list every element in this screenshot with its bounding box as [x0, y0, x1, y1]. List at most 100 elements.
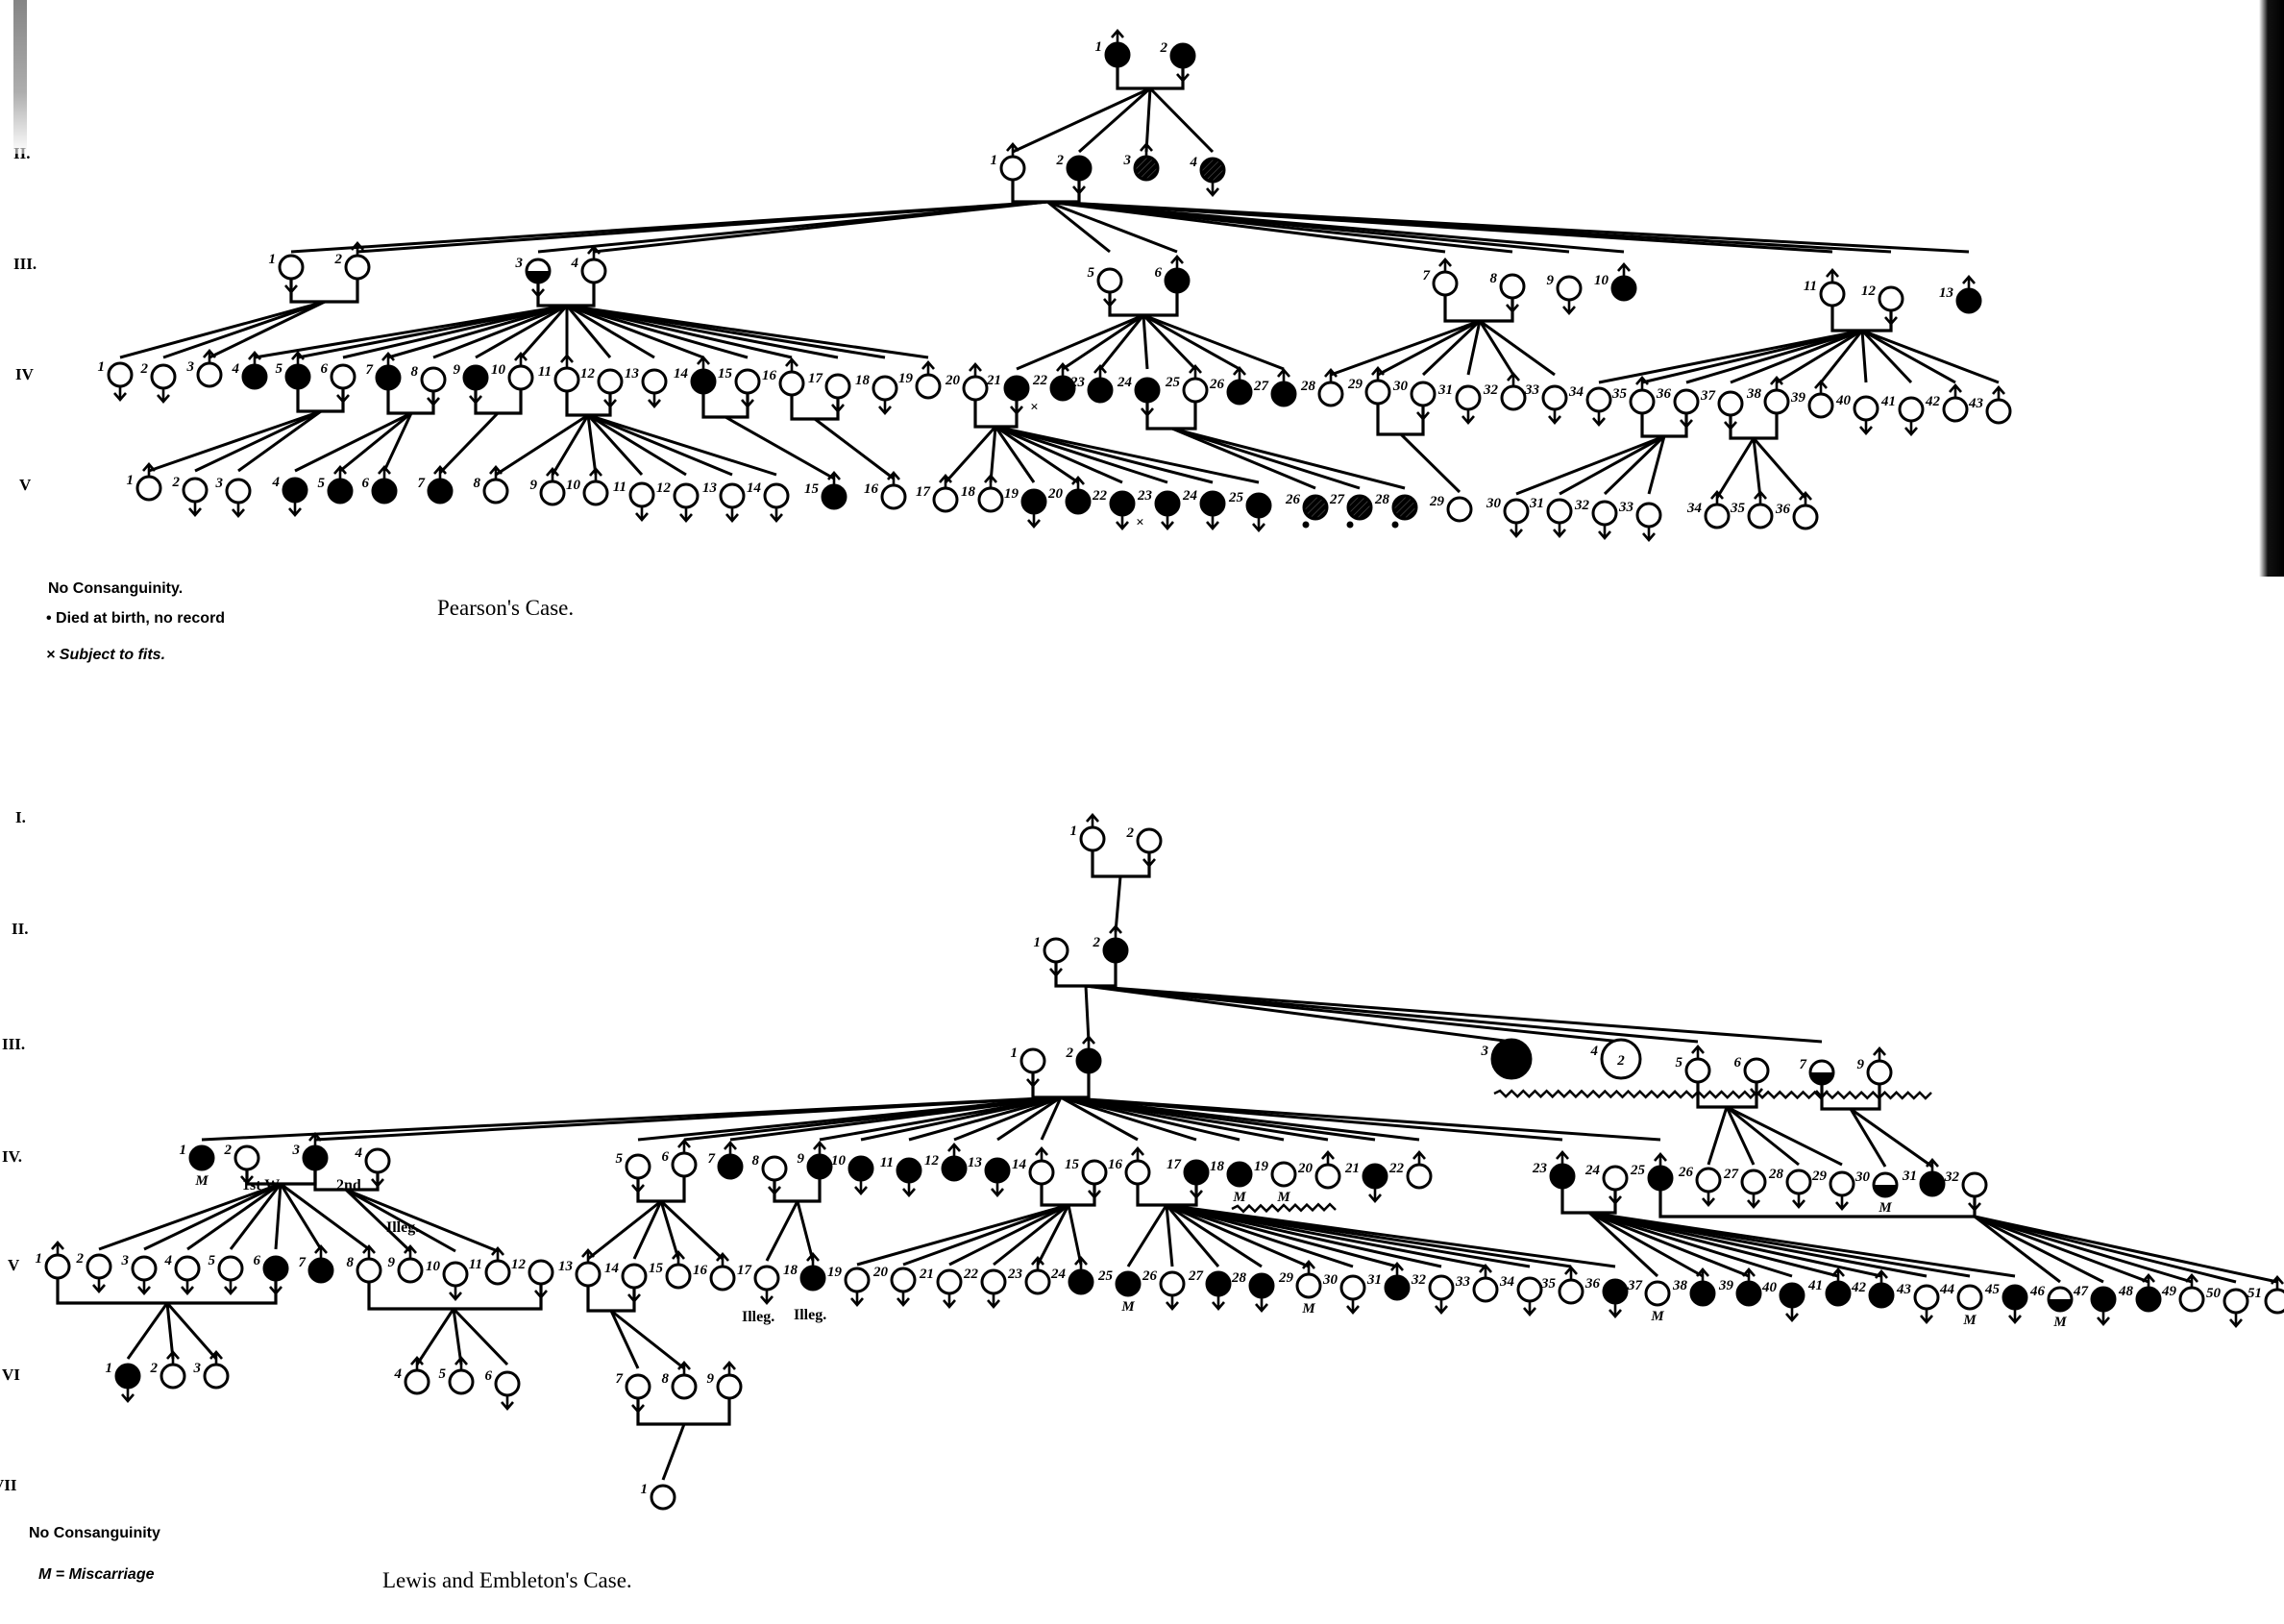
- individual-number: 1: [36, 1251, 43, 1267]
- individual-u-III-11: 11: [1804, 270, 1844, 306]
- individual-u-V-15: 15: [804, 473, 846, 508]
- descent-line: [1378, 321, 1480, 375]
- individual-number: 7: [616, 1371, 624, 1387]
- individual-number: 23: [1007, 1267, 1023, 1282]
- individual-circle: [1026, 1270, 1049, 1293]
- individual-number: 14: [1012, 1157, 1027, 1172]
- individual-circle: [484, 480, 507, 503]
- miscarriage-mark: M: [1120, 1299, 1135, 1315]
- individual-circle: [1185, 1161, 1208, 1184]
- individual-circle: [917, 375, 940, 398]
- individual-l-V-36: 36: [1584, 1276, 1627, 1316]
- individual-number: 28: [1231, 1270, 1247, 1286]
- individual-u-IV-24: 24: [1117, 375, 1159, 415]
- individual-l-VI-1: 1: [106, 1361, 140, 1401]
- individual-number: 4: [232, 361, 240, 377]
- descent-line: [1063, 315, 1143, 369]
- individual-number: 2: [172, 475, 181, 490]
- individual-number: 8: [1490, 271, 1498, 286]
- descent-line: [167, 1303, 173, 1359]
- individual-u-V-3: 3: [215, 476, 251, 516]
- descent-line: [1717, 438, 1754, 498]
- individual-u-III-3: 3: [515, 256, 551, 296]
- descent-line: [553, 415, 588, 475]
- individual-number: 32: [1411, 1272, 1427, 1288]
- individual-circle: [2180, 1288, 2203, 1311]
- individual-circle: [1765, 390, 1788, 413]
- individual-number: 3: [215, 476, 224, 491]
- individual-number: 18: [855, 373, 871, 388]
- individual-l-V-28: 28: [1231, 1270, 1273, 1311]
- individual-number: 35: [1730, 501, 1746, 516]
- descent-line: [187, 1184, 281, 1249]
- descent-line: [1128, 1205, 1167, 1267]
- individual-u-I-2: 2: [1160, 40, 1195, 81]
- individual-circle: [1944, 398, 1967, 421]
- individual-number: 3: [292, 1143, 301, 1158]
- individual-u-V-20: 20: [1047, 478, 1090, 513]
- descent-line: [1862, 331, 1999, 382]
- individual-u-V-35: 35: [1730, 492, 1772, 528]
- individual-number: 12: [1861, 283, 1877, 299]
- individual-number: 16: [762, 368, 777, 383]
- individual-circle: [1304, 496, 1327, 519]
- couple-line: [1731, 413, 1777, 438]
- individual-circle: [582, 259, 605, 283]
- individual-circle: [1201, 159, 1224, 182]
- individual-u-IV-7: 7: [366, 354, 401, 389]
- couple-line: [792, 395, 838, 419]
- couple-line: [1013, 180, 1079, 202]
- descent-line: [1754, 438, 1760, 498]
- individual-number: 31: [1437, 382, 1453, 398]
- individual-number: 1: [106, 1361, 113, 1376]
- individual-u-IV-20: 20: [945, 364, 987, 400]
- individual-circle: [765, 484, 788, 507]
- individual-u-IV-21: 21×: [986, 373, 1039, 415]
- individual-number: 21: [919, 1267, 934, 1282]
- individual-number: 26: [1285, 492, 1301, 507]
- individual-circle: [979, 488, 1002, 511]
- wavy-line: [1232, 1204, 1336, 1212]
- individual-circle: [1742, 1170, 1765, 1193]
- individual-circle: [332, 365, 355, 388]
- individual-number: 26: [1209, 377, 1225, 392]
- individual-number: 20: [945, 373, 961, 388]
- individual-circle: [444, 1263, 467, 1286]
- individual-circle: [1104, 939, 1127, 962]
- individual-number: 42: [1851, 1280, 1867, 1295]
- individual-l-IV-31: 31: [1902, 1160, 1944, 1195]
- individual-number: 11: [613, 480, 626, 495]
- fits-mark-icon: ×: [1136, 515, 1144, 530]
- individual-number: 30: [1322, 1272, 1338, 1288]
- individual-l-V-44: 44M: [1939, 1282, 1981, 1328]
- individual-u-III-1: 1: [269, 252, 304, 292]
- individual-l-IV-30: 30M: [1854, 1169, 1897, 1216]
- individual-l-V-24: 24: [1050, 1258, 1093, 1293]
- individual-circle: [1184, 379, 1207, 402]
- first-wife-label: 1st W: [242, 1177, 280, 1193]
- individual-circle: [718, 1375, 741, 1398]
- individual-u-IV-5: 5: [276, 353, 310, 388]
- individual-number: 37: [1700, 388, 1716, 404]
- miscarriage-mark: M: [1276, 1190, 1290, 1205]
- descent-line: [1727, 1107, 1842, 1165]
- couple-line: [388, 389, 433, 413]
- couple-line: [1445, 295, 1512, 321]
- individual-u-V-28: 28: [1374, 492, 1416, 529]
- individual-circle: [1691, 1282, 1714, 1305]
- descent-line: [1086, 986, 1089, 1042]
- individual-circle: [243, 365, 266, 388]
- individual-circle: [190, 1146, 213, 1169]
- individual-l-IV-17: 17: [1167, 1157, 1208, 1197]
- descent-line: [588, 1201, 661, 1259]
- individual-circle: [1987, 400, 2010, 423]
- individual-u-IV-12: 12: [580, 366, 622, 406]
- individual-l-III-2: 2: [1066, 1037, 1101, 1072]
- individual-circle: [673, 1153, 696, 1176]
- individual-l-IV-21: 21: [1344, 1161, 1387, 1201]
- individual-circle: [1393, 496, 1416, 519]
- individual-number: 10: [426, 1259, 441, 1274]
- individual-circle: [873, 377, 896, 400]
- individual-u-V-8: 8: [474, 467, 508, 503]
- individual-l-V-10: 10: [426, 1259, 467, 1299]
